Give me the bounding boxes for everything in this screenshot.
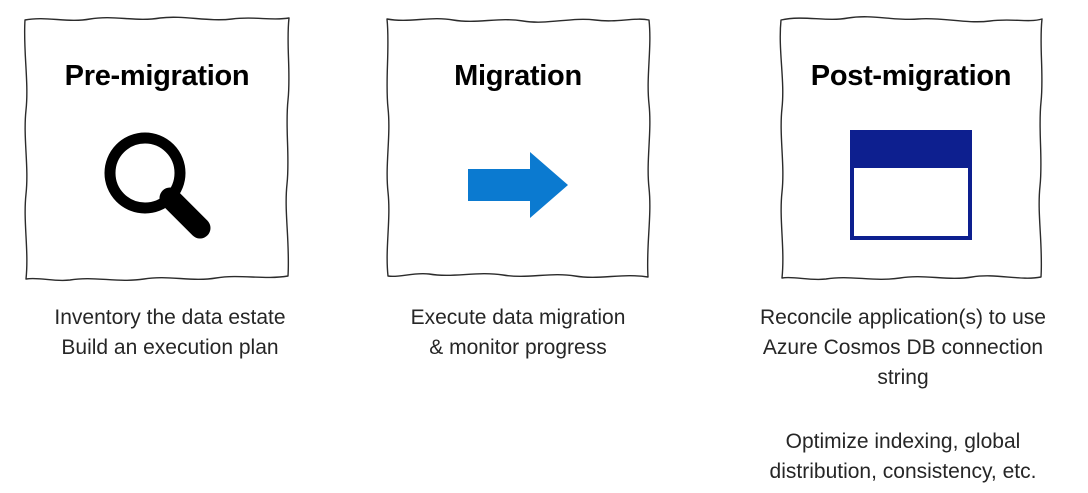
magnifier-icon [104,132,211,239]
phase-caption-migration: Execute data migration & monitor progres… [410,306,626,359]
phase-column-post-migration: Post-migration Reconcile application(s) … [718,0,1088,493]
hand-drawn-box-outline [386,18,651,278]
phase-panel-post-migration: Post-migration [776,14,1046,282]
phase-icon-slot-pre-migration [22,110,292,260]
phase-caption-pre-migration: Inventory the data estate Build an execu… [54,306,286,359]
phase-panel-pre-migration: Pre-migration [22,14,292,282]
phase-panel-migration: Migration [383,14,653,282]
phase-title-pre-migration: Pre-migration [64,60,250,92]
phase-column-migration: Migration Execute data migration & monit… [358,0,678,493]
phase-caption-extra-post-migration: Optimize indexing, global distribution, … [769,430,1037,483]
phase-icon-slot-migration [383,110,653,260]
phase-title-migration: Migration [454,60,582,92]
phase-caption-post-migration: Reconcile application(s) to use Azure Co… [760,306,1046,389]
phase-column-pre-migration: Pre-migration Inventory the data estate … [0,0,340,493]
hand-drawn-box-outline [23,16,290,282]
phase-icon-slot-post-migration [776,110,1046,260]
right-arrow-icon [468,152,568,218]
application-window-icon [850,130,972,240]
phase-title-post-migration: Post-migration [810,60,1012,92]
